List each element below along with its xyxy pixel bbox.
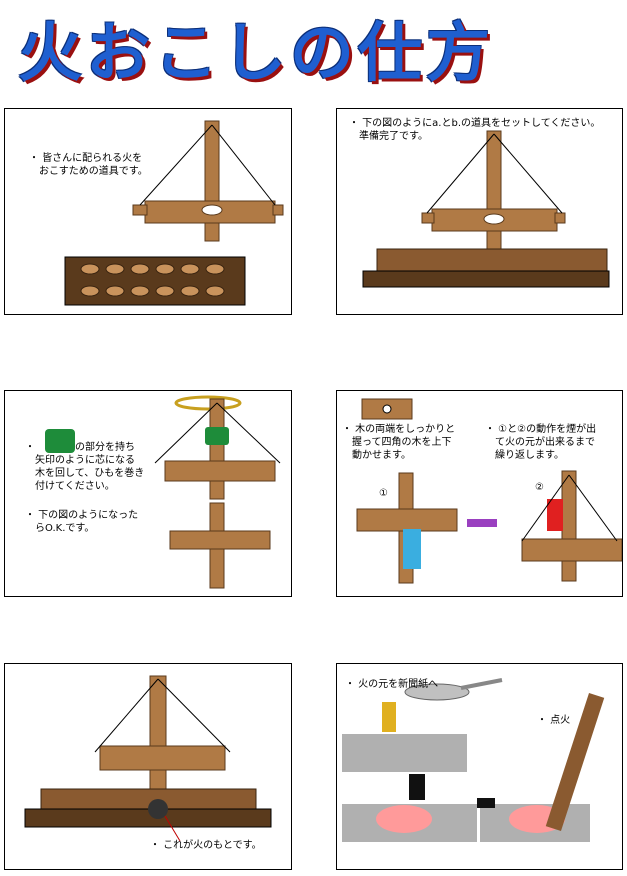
tools-illustration [64, 120, 284, 306]
panel-ignite: ・ 火の元を新聞紙へ ・ 点火 [336, 663, 623, 870]
page-title: 火おこしの仕方 [18, 17, 494, 91]
wind-string-check: ・ 下の図のようになった らO.K.です。 [25, 510, 139, 534]
ignite-instruction-b: ・ 点火 [537, 715, 571, 726]
operate-illustration [356, 398, 622, 584]
hand-grip-icon [45, 429, 75, 453]
step-2-label: ② [535, 482, 544, 493]
panel-operate: ・ 木の両端をしっかりと 握って四角の木を上下 動かせます。 ・ ①と②の動作を… [336, 390, 623, 597]
panel-setup: ・ 下の図のようにa.とb.の道具をセットしてください。 準備完了です。 [336, 108, 623, 315]
ember-caption: ・ これが火のもとです。 [150, 840, 262, 851]
ember-illustration [24, 675, 272, 842]
panel-tools: ・ 皆さんに配られる火を おこすための道具です。 [4, 108, 292, 315]
operate-instruction-b: ・ ①と②の動作を煙が出 て火の元が出来るまで 繰り返します。 [485, 424, 597, 461]
setup-illustration [362, 130, 610, 288]
ignite-instruction-a: ・ 火の元を新聞紙へ [345, 679, 439, 690]
panel-ember: ・ これが火のもとです。 [4, 663, 292, 870]
tools-description: ・ 皆さんに配られる火を おこすための道具です。 [29, 153, 148, 177]
panel-wind-string: ・ の部分を持ち 矢印のように芯になる 木を回して、ひもを巻き 付けてください。… [4, 390, 292, 597]
wind-string-instruction: ・ の部分を持ち 矢印のように芯になる 木を回して、ひもを巻き 付けてください。 [25, 442, 145, 492]
wind-string-illustration [154, 395, 281, 589]
setup-description: ・ 下の図のようにa.とb.の道具をセットしてください。 準備完了です。 [349, 118, 601, 142]
operate-instruction-a: ・ 木の両端をしっかりと 握って四角の木を上下 動かせます。 [342, 424, 456, 461]
ignite-illustration [342, 678, 605, 842]
step-1-label: ① [379, 488, 388, 499]
